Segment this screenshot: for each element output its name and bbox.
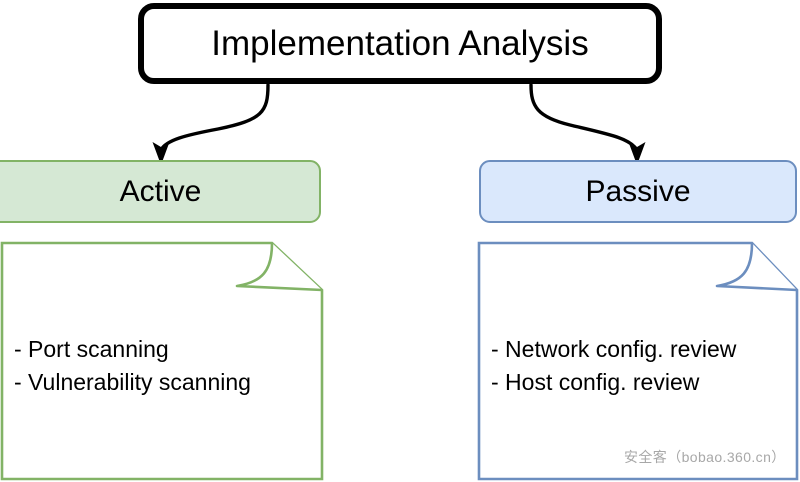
watermark-label: 安全客（bobao.360.cn） [624,449,786,465]
note-active[interactable]: - Port scanning - Vulnerability scanning [0,241,324,481]
node-title-label: Implementation Analysis [211,24,589,63]
node-active-header[interactable]: Active [0,160,321,223]
arrow-to-active-icon [152,83,270,165]
note-active-shape [0,241,324,481]
note-active-line-2: - Vulnerability scanning [14,369,251,395]
note-active-line-1: - Port scanning [14,336,169,362]
node-implementation-analysis[interactable]: Implementation Analysis [138,3,662,84]
note-passive-line-2: - Host config. review [491,369,700,395]
note-passive-shape [477,241,799,481]
arrow-to-passive-icon [529,83,646,165]
node-passive-header[interactable]: Passive [479,160,797,223]
note-passive-line-1: - Network config. review [491,336,737,362]
node-passive-label: Passive [585,174,691,208]
note-passive[interactable]: - Network config. review - Host config. … [477,241,799,481]
node-active-label: Active [119,174,202,208]
